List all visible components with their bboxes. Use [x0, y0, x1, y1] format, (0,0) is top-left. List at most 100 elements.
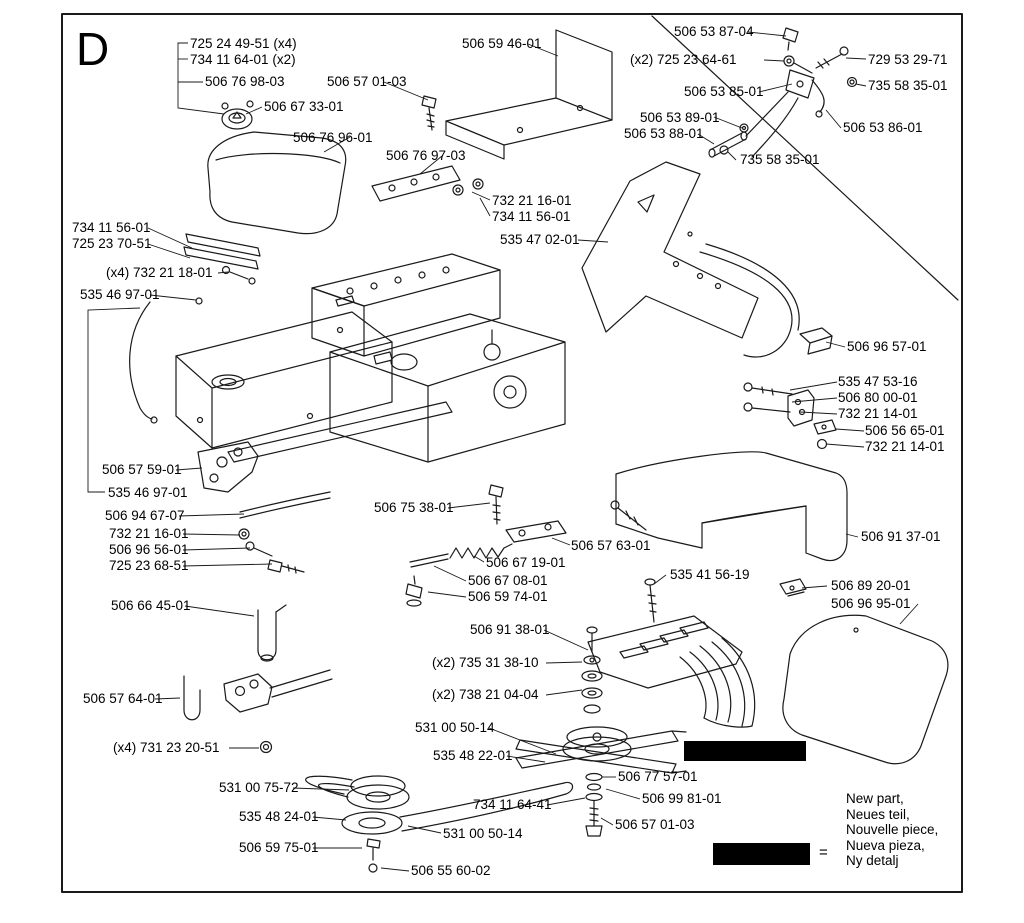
legend-equals-sign: =: [819, 844, 828, 861]
pulley-screw: [366, 838, 381, 873]
bracket-plate: [371, 165, 484, 202]
part-label: 735 58 35-01: [868, 78, 948, 93]
handle-tube: [699, 243, 800, 358]
part-label: 734 11 56-01: [72, 220, 151, 235]
part-label: 535 41 56-19: [670, 567, 750, 582]
part-label: 506 53 88-01: [624, 126, 704, 141]
part-label: 506 53 85-01: [684, 84, 764, 99]
part-label: 506 91 38-01: [470, 622, 550, 637]
part-label: 506 53 89-01: [640, 110, 720, 125]
part-label: 732 21 16-01: [109, 526, 189, 541]
u-bolt: [257, 604, 287, 662]
part-label: 506 56 65-01: [865, 423, 945, 438]
part-label: 729 53 29-71: [868, 52, 948, 67]
chassis: [311, 253, 566, 463]
part-label: (x4) 731 23 20-51: [113, 740, 220, 755]
inset-divider: [651, 15, 959, 301]
part-label: 506 57 01-03: [615, 817, 695, 832]
front-bracket: [197, 441, 259, 493]
support-bar: [227, 401, 453, 519]
hook-pin: [183, 675, 201, 721]
part-label: 725 23 68-51: [109, 558, 189, 573]
top-screw: [421, 95, 437, 131]
part-label: (x4) 732 21 18-01: [106, 265, 213, 280]
part-label: 506 75 38-01: [374, 500, 454, 515]
washer-stack: [581, 626, 603, 714]
part-label: 506 57 63-01: [571, 538, 651, 553]
part-label: 732 21 16-01: [492, 193, 572, 208]
part-label: 506 57 59-01: [102, 462, 182, 477]
legend-line: Neues teil,: [846, 806, 910, 822]
lock-nut: [259, 740, 273, 754]
side-panel: [782, 614, 949, 765]
part-label: 506 59 46-01: [462, 36, 542, 51]
part-label: 535 46 97-01: [108, 485, 188, 500]
legend-line: Nouvelle piece,: [846, 822, 939, 838]
legend-line: Ny detalj: [846, 853, 899, 869]
tank-cap: [221, 108, 253, 130]
deflector: [587, 615, 756, 728]
part-label: 506 53 86-01: [843, 120, 923, 135]
part-label: (x2) 725 23 64-61: [630, 52, 737, 67]
page-border: [61, 13, 963, 893]
long-bolt: [488, 484, 504, 525]
blade-assembly: [515, 726, 687, 802]
legend-line: New part,: [846, 791, 904, 806]
part-label: 506 59 74-01: [468, 589, 548, 604]
part-label: 506 96 57-01: [847, 339, 927, 354]
leader-lines: [87, 31, 919, 872]
part-label: 506 66 45-01: [111, 598, 191, 613]
part-label: 732 21 14-01: [838, 406, 918, 421]
part-label: 506 59 75-01: [239, 840, 319, 855]
part-label: 535 48 22-01: [433, 748, 513, 763]
part-label: 531 00 50-14: [443, 826, 523, 841]
part-label: 506 94 67-07: [105, 508, 185, 523]
part-label: 732 21 14-01: [865, 439, 945, 454]
rear-frame: [581, 161, 759, 339]
part-label: 725 24 49-51 (x4): [190, 36, 297, 51]
part-label: 506 89 20-01: [831, 578, 911, 593]
part-label: 725 23 70-51: [72, 236, 152, 251]
part-label: 506 80 00-01: [838, 390, 918, 405]
blade-holder-bracket: [223, 669, 333, 713]
part-label: 506 53 87-04: [674, 24, 754, 39]
fuel-tank: [207, 100, 347, 235]
throttle-assembly: [708, 27, 858, 158]
part-label: 535 47 53-16: [838, 374, 918, 389]
right-fastener-group: [743, 327, 837, 450]
part-label: 734 11 56-01: [492, 209, 571, 224]
part-label: 506 91 37-01: [861, 529, 941, 544]
part-label: 535 48 24-01: [239, 809, 319, 824]
part-label: 535 47 02-01: [500, 232, 580, 247]
part-label: 506 57 64-01: [83, 691, 163, 706]
part-label: 506 76 96-01: [293, 130, 373, 145]
part-label: 535 46 97-01: [80, 287, 160, 302]
part-label: 506 76 98-03: [205, 74, 285, 89]
engine-cover: [505, 451, 848, 623]
section-letter: D: [76, 23, 110, 75]
part-label: 506 67 33-01: [264, 99, 344, 114]
part-label: 734 11 64-41: [473, 797, 552, 812]
tank-straps: [183, 233, 261, 285]
belts: [305, 775, 574, 832]
part-label: 506 96 56-01: [109, 542, 189, 557]
panel-clip: [779, 578, 807, 597]
part-label: 531 00 75-72: [219, 780, 299, 795]
belt-pulleys: [341, 775, 410, 835]
part-label: 506 55 60-02: [411, 863, 491, 878]
left-plate: [175, 311, 393, 449]
legend-redaction-box: [713, 843, 810, 865]
part-label: 531 00 50-14: [415, 720, 495, 735]
part-label: 506 67 19-01: [486, 555, 566, 570]
blade-bolt: [585, 800, 603, 837]
part-label: 735 58 35-01: [740, 152, 820, 167]
part-label: 506 96 95-01: [831, 596, 911, 611]
cable: [129, 297, 203, 424]
legend: New part, Neues teil, Nouvelle piece, Nu…: [846, 791, 938, 869]
part-label: (x2) 735 31 38-10: [432, 655, 539, 670]
legend-line: Nueva pieza,: [846, 837, 925, 853]
fastener-cluster-left: [238, 528, 305, 574]
part-label: 734 11 64-01 (x2): [190, 52, 296, 67]
spring-assembly: [405, 543, 513, 607]
